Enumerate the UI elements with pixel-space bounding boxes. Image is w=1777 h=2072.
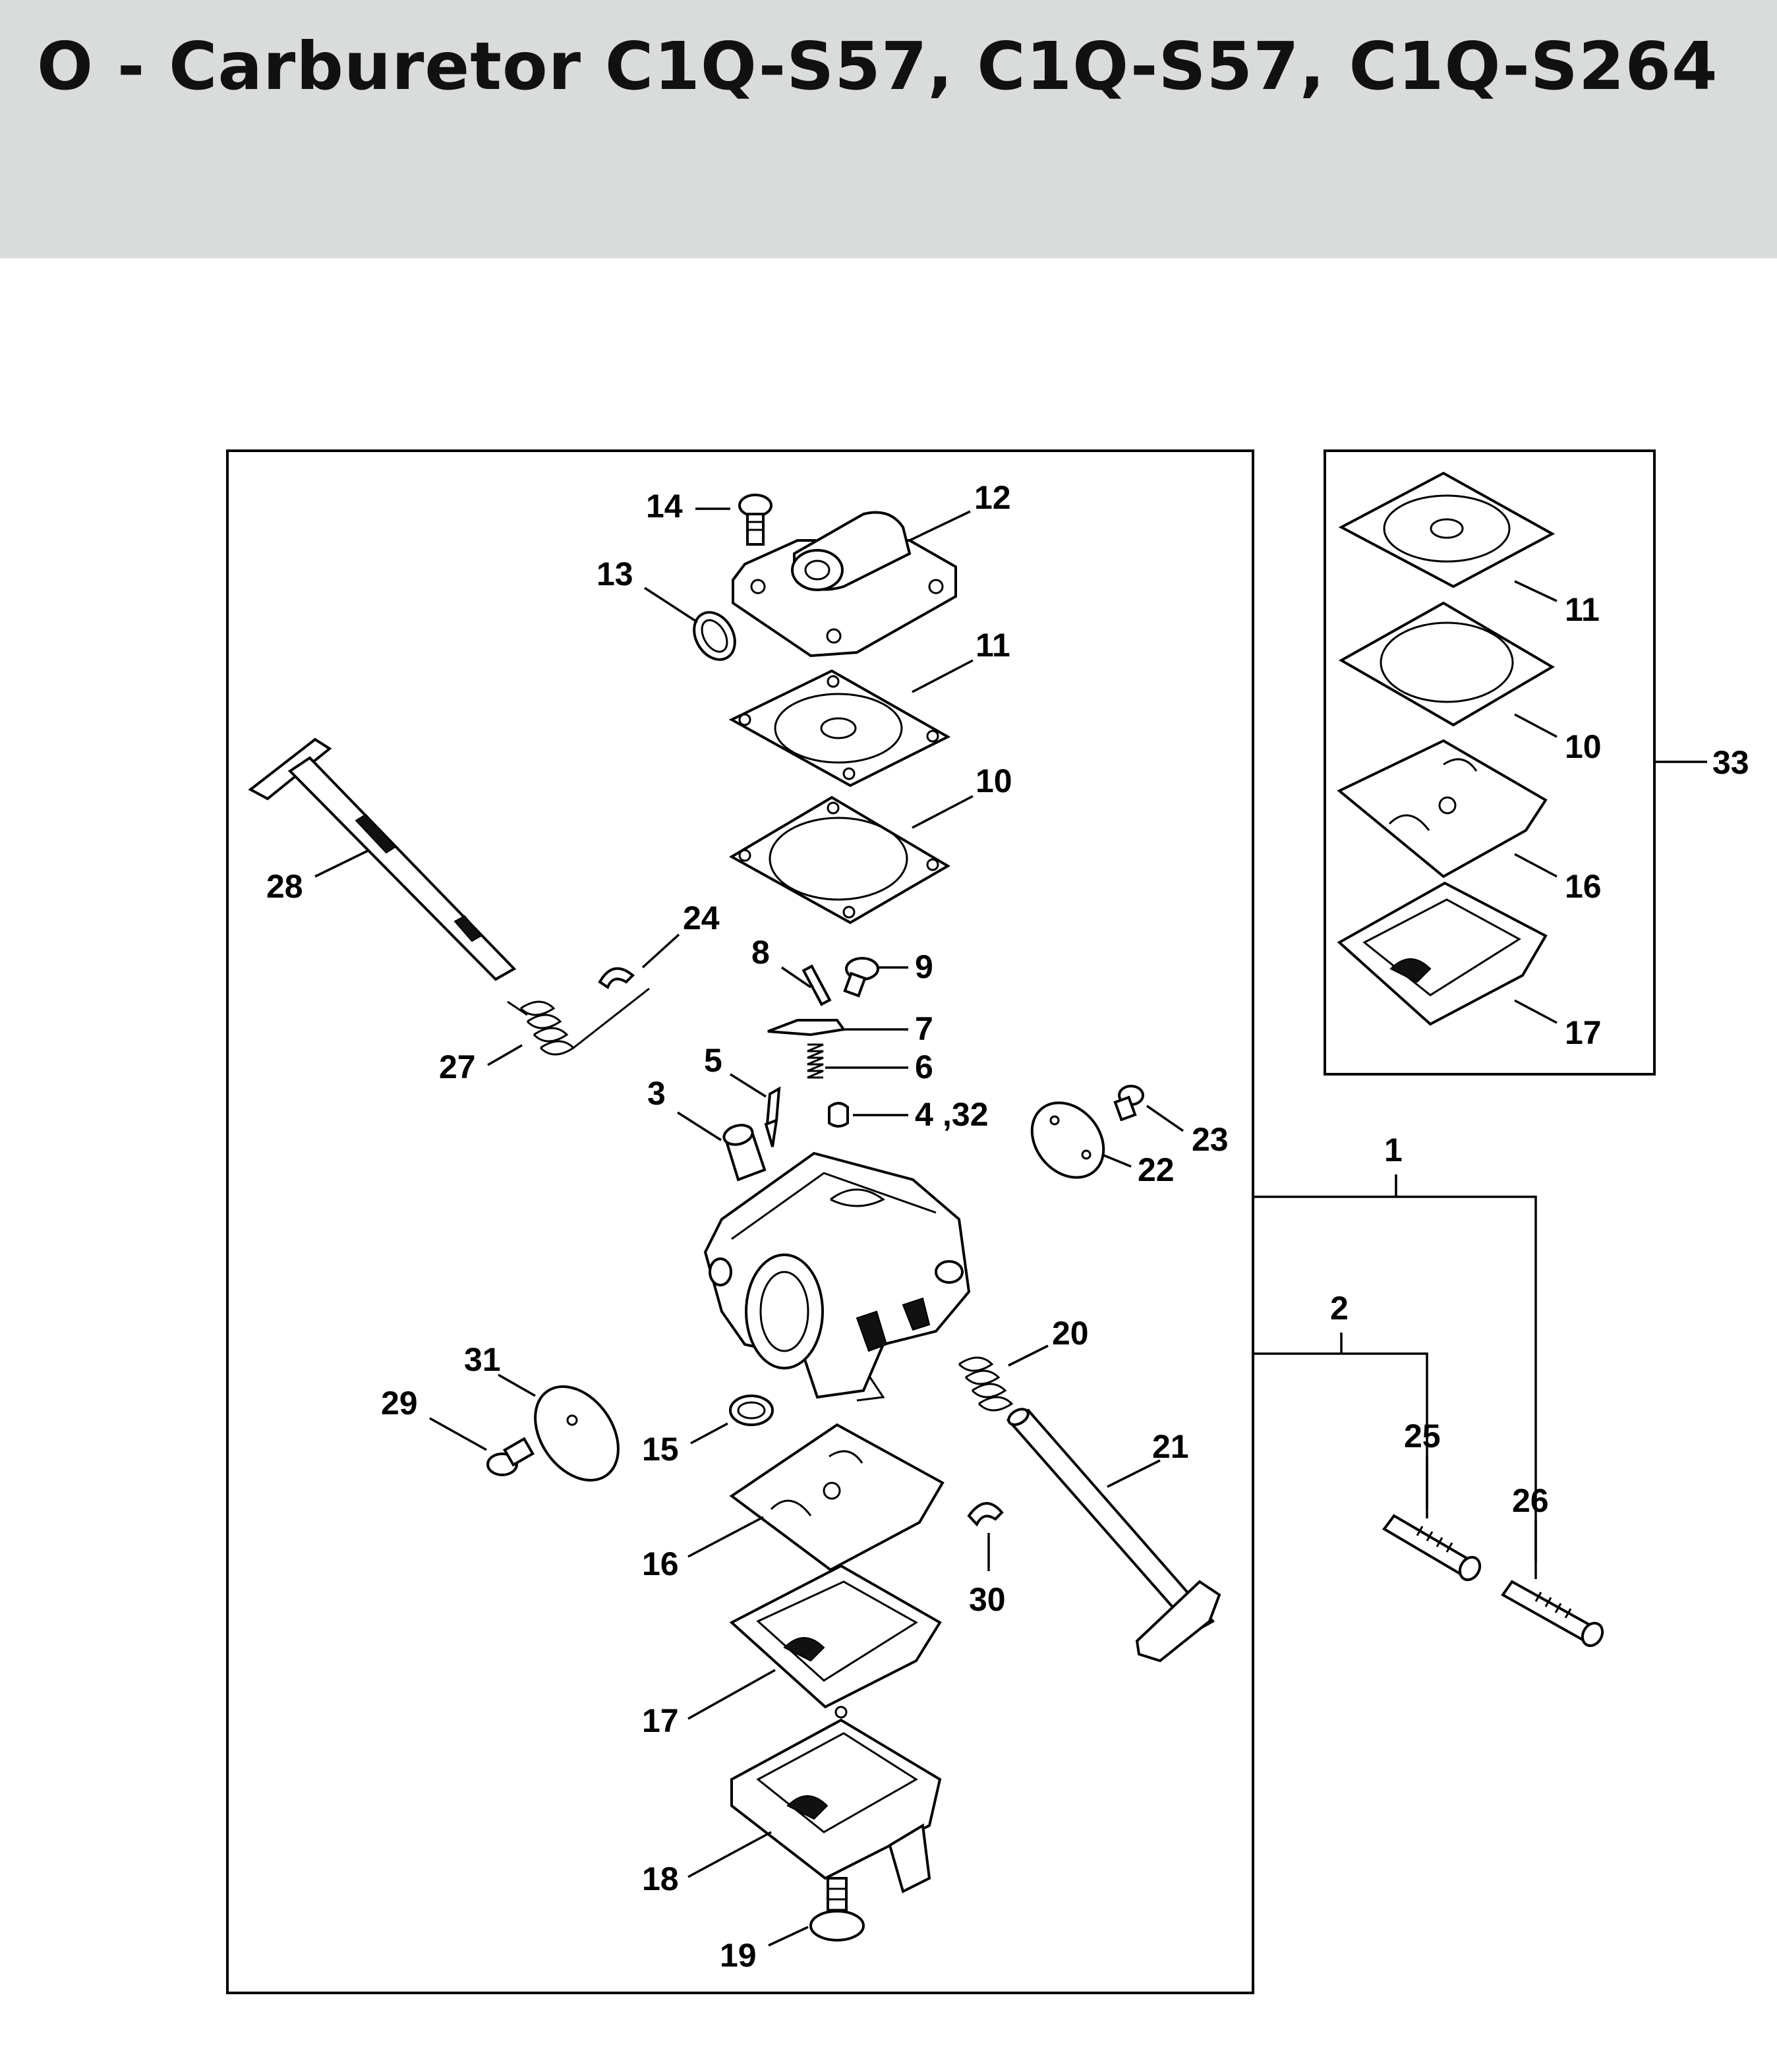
choke-shaft-part: [1006, 1408, 1221, 1663]
gasket-part-17: [729, 1564, 942, 1709]
callout-7: 7: [915, 1010, 933, 1047]
kit-callout-16: 16: [1565, 868, 1602, 905]
strainer-part: [729, 1395, 774, 1426]
callout-1: 1: [1384, 1132, 1403, 1168]
screw-part-14: [738, 494, 772, 546]
callout-22: 22: [1138, 1151, 1175, 1188]
callout-17: 17: [642, 1702, 679, 1739]
clip-part-30: [967, 1502, 1004, 1527]
callout-8: 8: [751, 934, 770, 971]
callout-26: 26: [1512, 1482, 1549, 1519]
callout-4: 4: [915, 1096, 933, 1133]
kit-callout-11: 11: [1565, 591, 1600, 628]
callout-12: 12: [974, 479, 1011, 516]
screw-part-23: [1113, 1085, 1144, 1122]
callout-23: 23: [1192, 1121, 1229, 1158]
clip-part-24: [598, 967, 635, 990]
callout-18: 18: [642, 1860, 679, 1897]
callout-32: ,32: [943, 1096, 989, 1133]
leader-lines: [314, 507, 1558, 1947]
sleeve-part-3: [722, 1124, 767, 1182]
callout-9: 9: [915, 948, 933, 985]
callout-14: 14: [646, 488, 683, 525]
screw-part-29: [486, 1437, 535, 1476]
kit-gasket-part-10: [1338, 601, 1555, 727]
callout-20: 20: [1052, 1315, 1089, 1352]
throttle-shaft-part: [248, 737, 517, 981]
callout-2: 2: [1330, 1290, 1349, 1327]
throttle-valve-part-31: [534, 1385, 620, 1482]
callout-21: 21: [1152, 1428, 1189, 1465]
spring-part-27: [507, 987, 650, 1056]
pump-diaphragm-part: [728, 669, 951, 788]
metering-lever-part: [767, 1019, 846, 1037]
callout-3: 3: [647, 1075, 666, 1112]
end-cover-part: [730, 1706, 942, 1893]
screw-part-9: [843, 957, 879, 998]
callout-11: 11: [976, 627, 1010, 664]
kit-metering-diaphragm-part: [1337, 739, 1548, 878]
screw-part-19: [809, 1877, 865, 1942]
callout-30: 30: [969, 1581, 1006, 1618]
callout-31: 31: [464, 1341, 501, 1378]
callout-29: 29: [381, 1385, 418, 1422]
plug-part-4: [828, 1102, 849, 1128]
spring-part-20: [958, 1356, 1014, 1412]
callout-24: 24: [683, 900, 720, 936]
main-assembly-frame: [226, 449, 1254, 1994]
gasket-part-10: [728, 795, 950, 925]
callout-5: 5: [704, 1042, 722, 1079]
header-bar: O - Carburetor C1Q-S57, C1Q-S57, C1Q-S26…: [0, 0, 1777, 258]
page-title: O - Carburetor C1Q-S57, C1Q-S57, C1Q-S26…: [37, 28, 1718, 105]
spring-part-6: [807, 1043, 824, 1079]
callout-13: 13: [597, 556, 633, 592]
adjusting-screw-part-26: [1501, 1580, 1604, 1648]
callout-19: 19: [720, 1937, 757, 1974]
pin-part-8: [801, 964, 832, 1006]
kit-callout-33: 33: [1712, 744, 1749, 781]
callout-27: 27: [439, 1049, 476, 1085]
callout-10: 10: [976, 763, 1012, 799]
callout-labels: 14 12 13 11 10 28 24 8 9 7 6 5 4 ,32 3 2…: [266, 479, 1749, 1974]
adjusting-screw-part-25: [1382, 1514, 1482, 1582]
pump-cover-part: [732, 511, 957, 658]
o-ring-part: [693, 611, 736, 661]
callout-28: 28: [266, 868, 303, 905]
kit-callout-10: 10: [1565, 728, 1602, 765]
callout-25: 25: [1404, 1418, 1441, 1454]
inlet-needle-part: [764, 1086, 781, 1147]
carburetor-body-part: [703, 1151, 971, 1402]
kit-callout-17: 17: [1565, 1014, 1602, 1051]
kit-pump-diaphragm-part: [1338, 471, 1556, 589]
metering-diaphragm-part: [729, 1423, 945, 1572]
callout-15: 15: [642, 1431, 679, 1468]
assembly-brackets: [1254, 761, 1707, 1562]
callout-16: 16: [642, 1545, 679, 1582]
callout-6: 6: [915, 1049, 933, 1085]
kit-gasket-part-17: [1337, 881, 1548, 1026]
throttle-valve-part-22: [1030, 1101, 1105, 1179]
